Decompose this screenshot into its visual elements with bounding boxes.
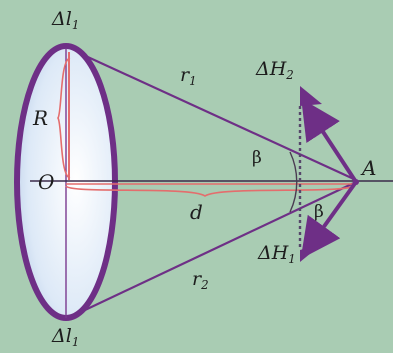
- label-delta-l1-bottom-main: Δl: [52, 325, 72, 347]
- label-r1-sub: 1: [189, 74, 197, 89]
- delta-h2-vector: [301, 98, 358, 184]
- label-delta-h2-sub: 2: [286, 68, 294, 83]
- label-delta-h2: ΔH2: [256, 60, 294, 82]
- cone-line-r1: [65, 46, 357, 181]
- label-delta-l1-bottom: Δl1: [52, 327, 79, 349]
- label-delta-h1-main: ΔH: [258, 242, 289, 264]
- label-delta-l1-bottom-sub: 1: [71, 335, 80, 350]
- label-r2: r2: [192, 270, 209, 292]
- label-r1: r1: [180, 66, 197, 88]
- angle-arc: [289, 151, 298, 213]
- label-delta-h1: ΔH1: [258, 244, 296, 266]
- point-a-dot: [353, 179, 359, 185]
- label-point-a: A: [362, 156, 377, 180]
- radius-brace: [57, 57, 71, 179]
- label-delta-h1-sub: 1: [288, 252, 296, 267]
- label-radius: R: [33, 106, 49, 130]
- label-delta-l1-top-sub: 1: [71, 18, 80, 33]
- label-distance: d: [190, 200, 203, 224]
- label-origin: O: [38, 170, 55, 194]
- label-r1-main: r: [180, 64, 190, 86]
- dashed-guide-arrow-top: [300, 86, 322, 106]
- label-angle-upper: β: [252, 148, 262, 168]
- delta-h1-vector: [300, 180, 358, 259]
- label-delta-l1-top: Δl1: [52, 10, 79, 32]
- dashed-guide-arrow-bottom: [300, 244, 322, 262]
- label-delta-h2-main: ΔH: [256, 58, 287, 80]
- label-r2-main: r: [192, 268, 202, 290]
- label-angle-lower: β: [314, 202, 324, 222]
- cone-line-r2: [65, 181, 357, 320]
- distance-brace: [65, 185, 355, 197]
- label-r2-sub: 2: [201, 278, 209, 293]
- label-delta-l1-top-main: Δl: [52, 8, 72, 30]
